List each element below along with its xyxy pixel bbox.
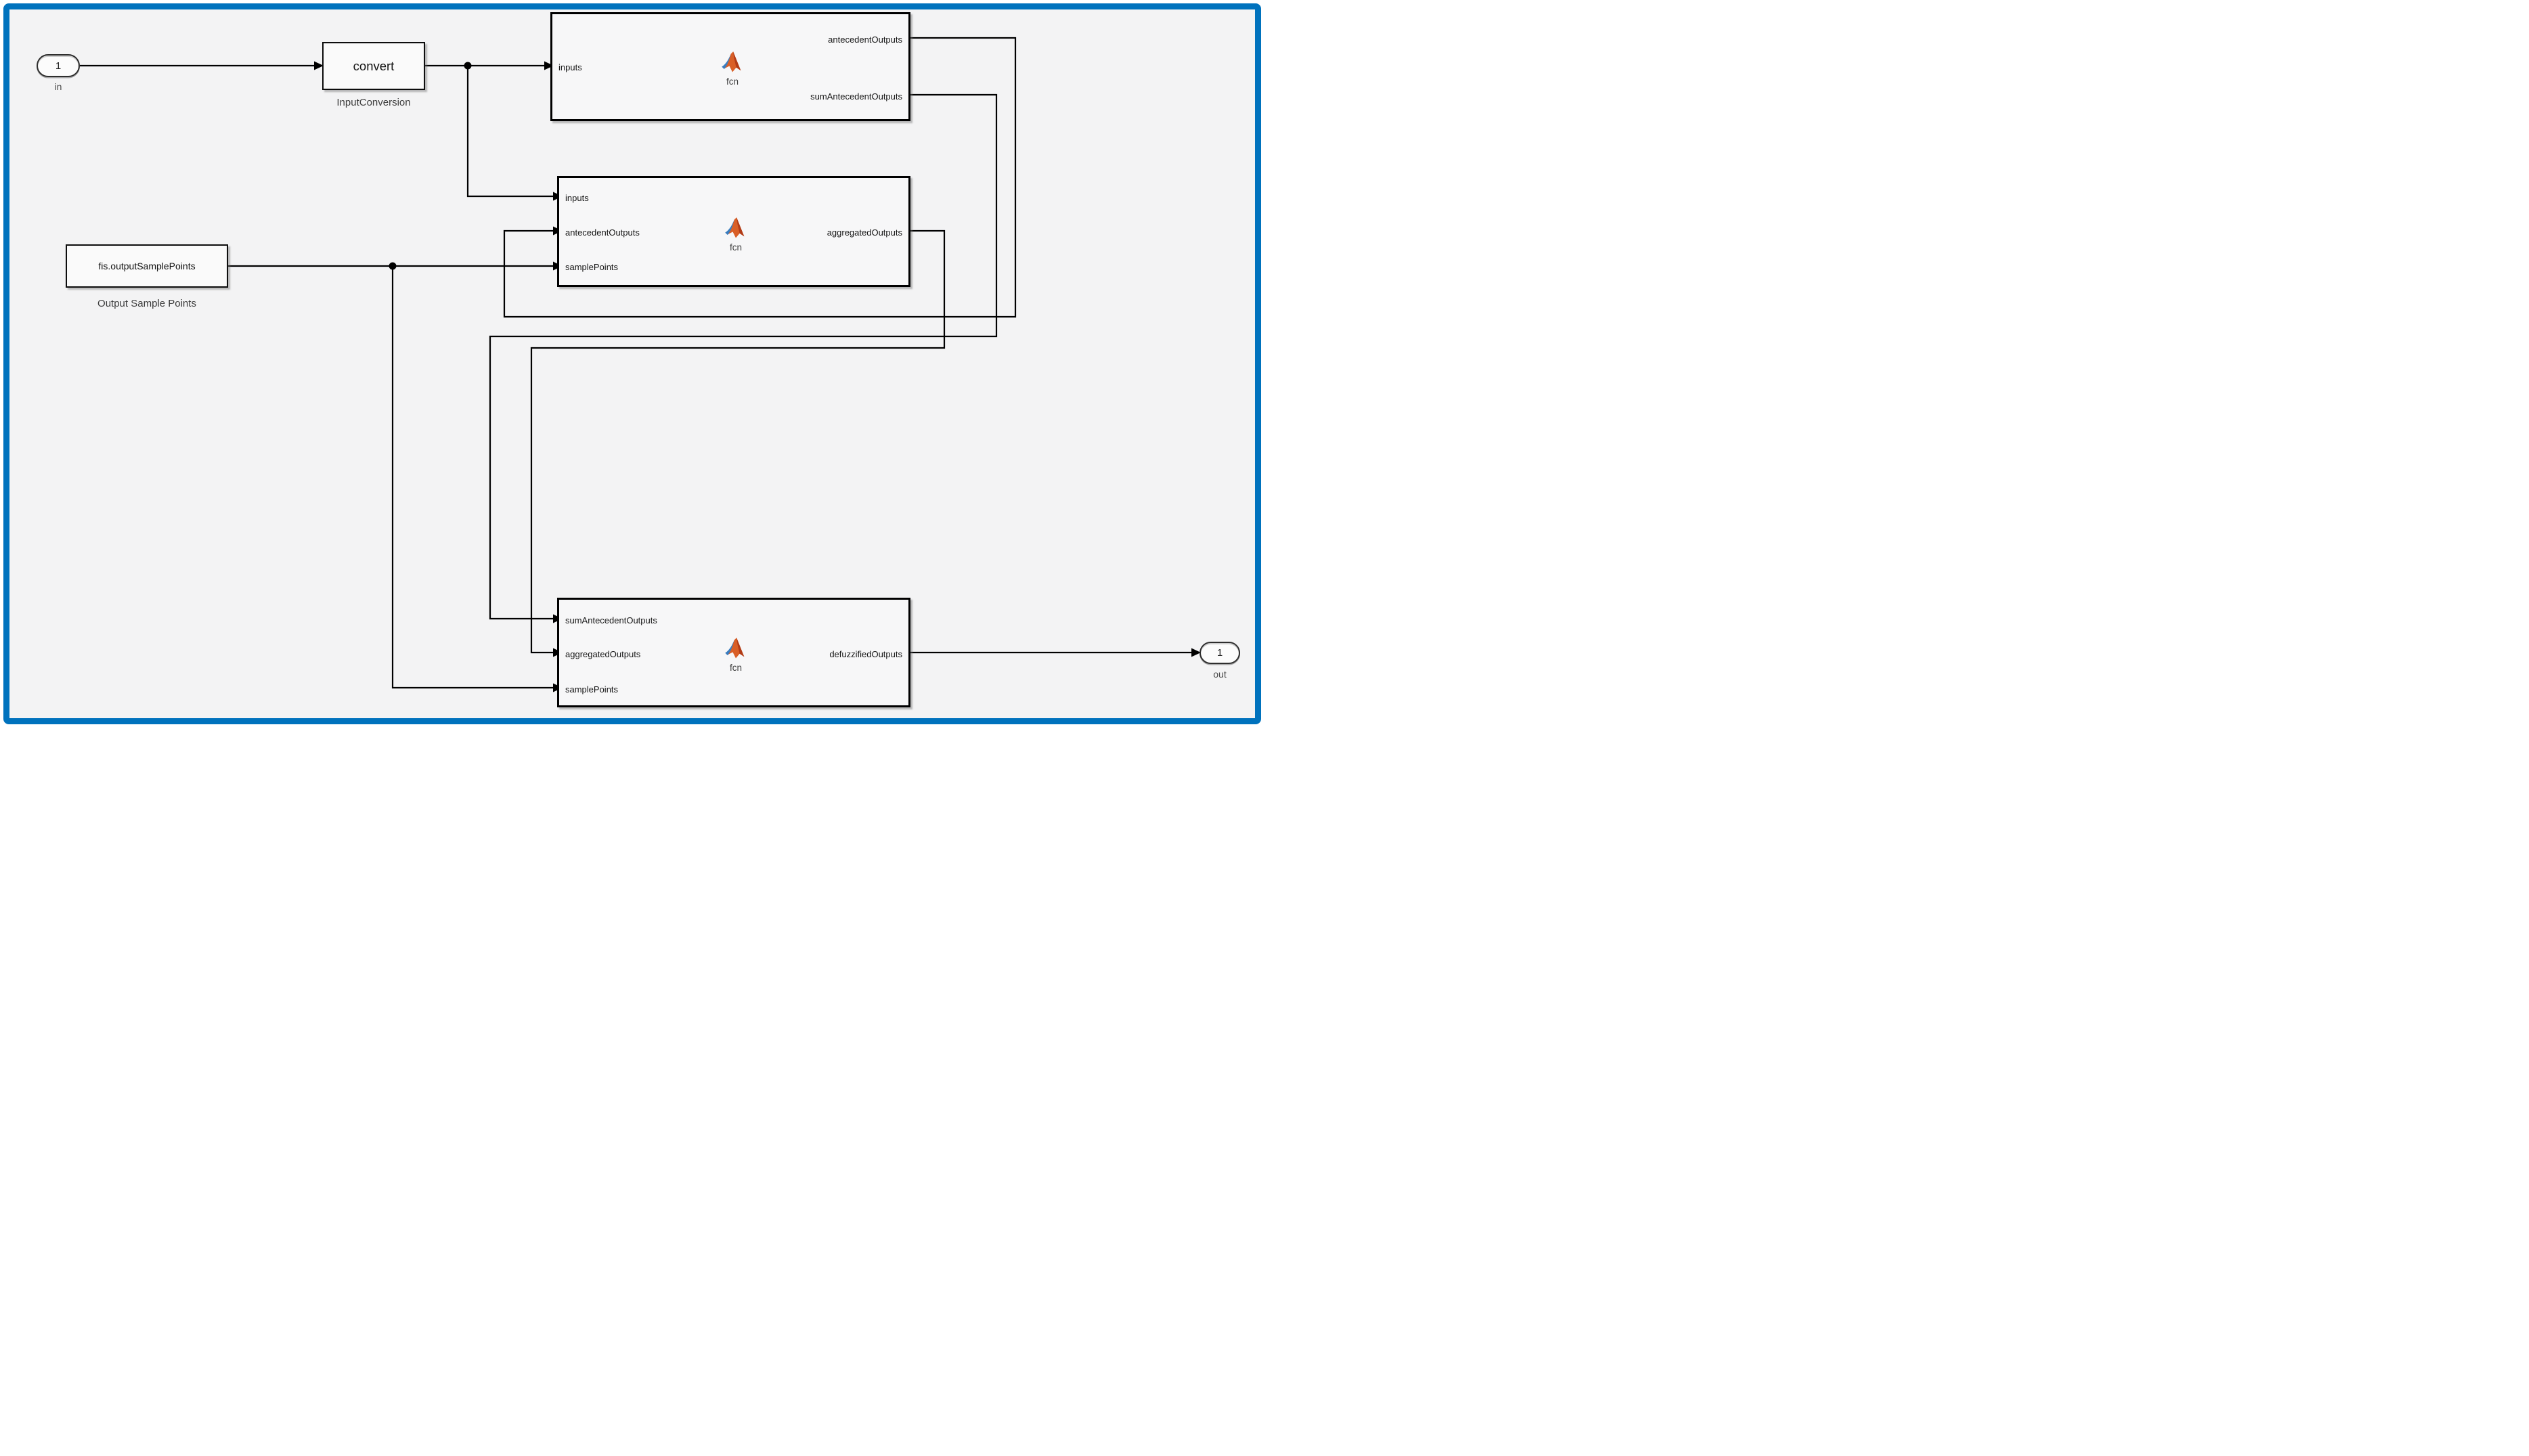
matlab-membrane-icon xyxy=(725,638,745,659)
input-conversion-caption: InputConversion xyxy=(336,97,411,108)
fcn-block-defuzzify-outputs[interactable]: sumAntecedentOutputs aggregatedOutputs s… xyxy=(557,598,910,707)
port-defuzzifiedoutputs[interactable]: defuzzifiedOutputs xyxy=(829,649,902,659)
port-inputs[interactable]: inputs xyxy=(565,193,589,203)
port-samplepoints[interactable]: samplePoints xyxy=(565,262,619,272)
outport-label: out xyxy=(1213,669,1227,680)
arrowhead-icon xyxy=(1191,648,1201,657)
port-antecedentoutputs[interactable]: antecedentOutputs xyxy=(828,35,902,45)
arrowhead-icon xyxy=(314,61,324,70)
fcn-block-evaluate-rules[interactable]: inputs antecedentOutputs sumAntecedentOu… xyxy=(550,12,910,121)
wire-sumantecedentoutputs[interactable] xyxy=(489,93,998,620)
outport-block[interactable]: 1 xyxy=(1200,642,1240,664)
port-sumantecedentoutputs[interactable]: sumAntecedentOutputs xyxy=(810,91,902,102)
fcn-label: fcn xyxy=(726,76,739,87)
wire-samplepoints-to-defuzzify[interactable] xyxy=(391,266,554,689)
fcn-block-aggregate-outputs[interactable]: inputs antecedentOutputs samplePoints ag… xyxy=(557,176,910,287)
simulink-diagram-canvas: 1 in convert InputConversion fis.outputS… xyxy=(0,0,1264,728)
arrowhead-icon xyxy=(544,61,554,70)
port-aggregatedoutputs[interactable]: aggregatedOutputs xyxy=(827,227,902,238)
matlab-membrane-icon xyxy=(725,217,745,238)
port-antecedentoutputs[interactable]: antecedentOutputs xyxy=(565,227,640,238)
port-aggregatedoutputs[interactable]: aggregatedOutputs xyxy=(565,649,641,659)
convert-block-text: convert xyxy=(353,58,395,73)
input-conversion-block[interactable]: convert xyxy=(322,42,425,90)
port-inputs[interactable]: inputs xyxy=(558,62,582,72)
port-samplepoints[interactable]: samplePoints xyxy=(565,684,619,694)
inport-number: 1 xyxy=(55,60,62,72)
wire-aggregatedoutputs[interactable] xyxy=(530,229,946,654)
fcn-label: fcn xyxy=(729,242,742,252)
output-sample-points-block[interactable]: fis.outputSamplePoints xyxy=(66,244,228,288)
wire-layer xyxy=(80,37,1201,692)
output-sample-points-caption: Output Sample Points xyxy=(97,298,196,309)
matlab-membrane-icon xyxy=(722,51,741,72)
branch-junction-dot xyxy=(389,262,397,270)
branch-junction-dot xyxy=(464,62,472,70)
inport-block[interactable]: 1 xyxy=(37,54,80,77)
inport-label: in xyxy=(54,81,62,92)
wire-antecedentoutputs[interactable] xyxy=(503,37,1017,318)
fcn-label: fcn xyxy=(729,663,742,673)
port-sumantecedentoutputs[interactable]: sumAntecedentOutputs xyxy=(565,615,657,625)
outport-number: 1 xyxy=(1216,647,1223,659)
sample-points-block-text: fis.outputSamplePoints xyxy=(98,261,196,271)
wire-branch-to-aggregate-inputs[interactable] xyxy=(466,66,554,198)
